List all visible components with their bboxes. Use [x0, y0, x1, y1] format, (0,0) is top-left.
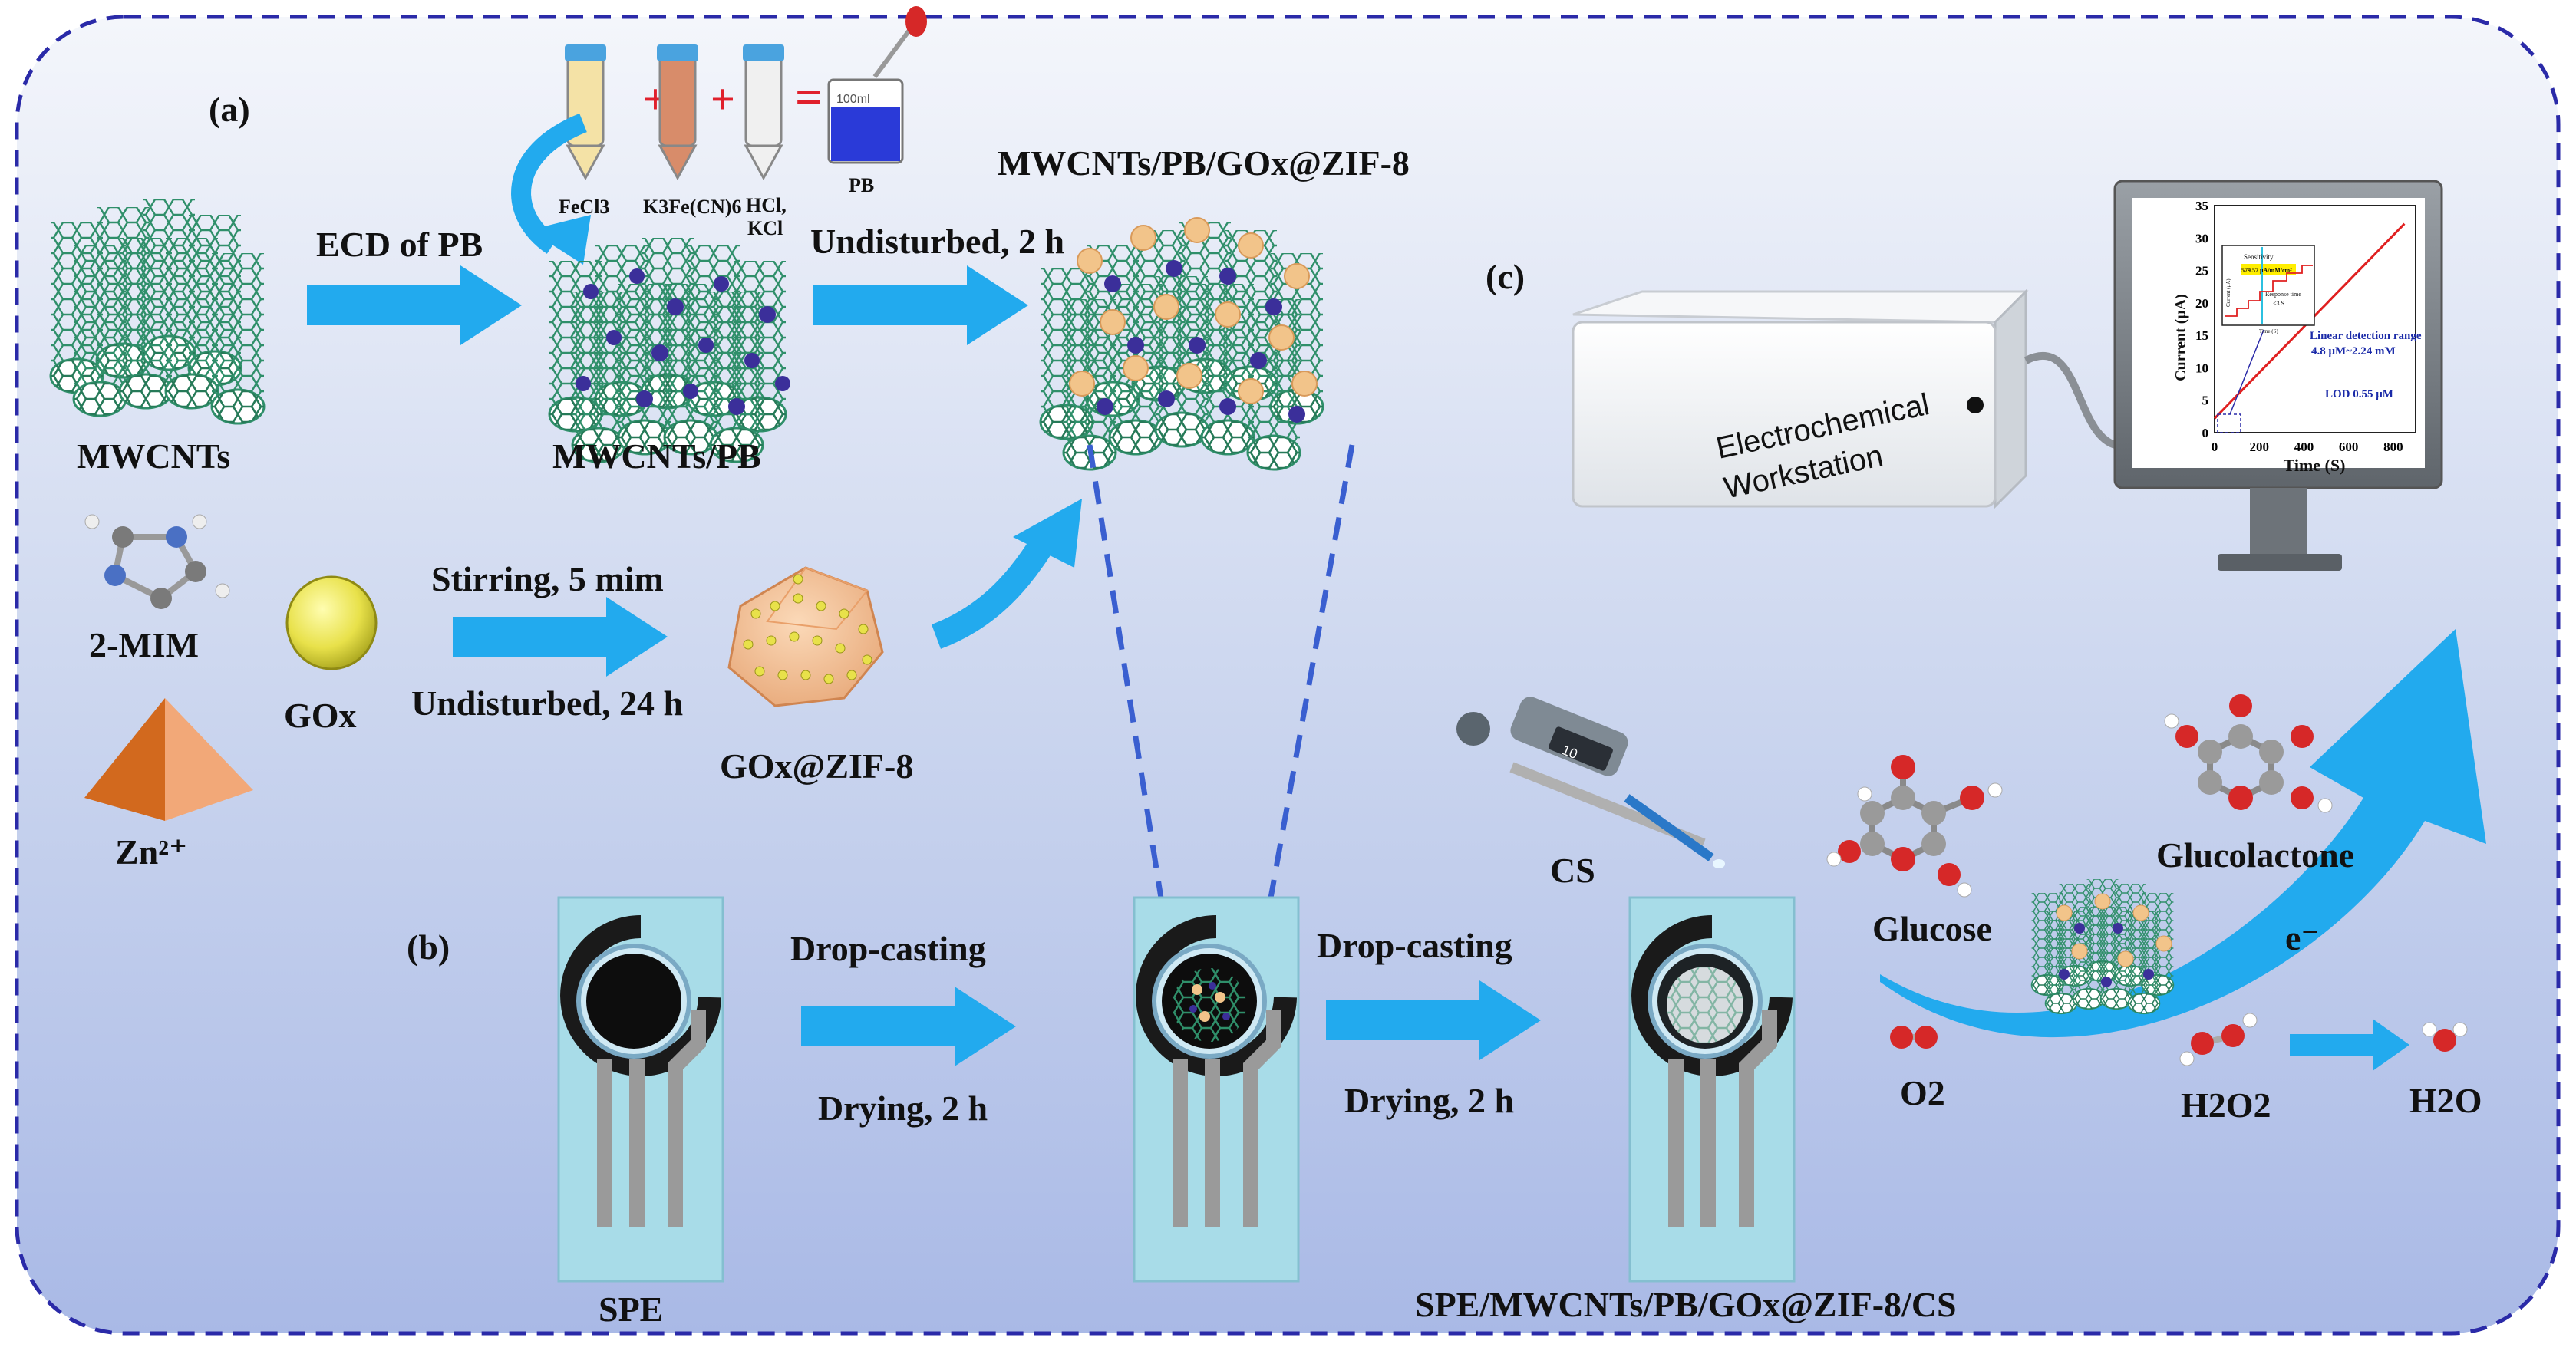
x-tick-label: 600: [2339, 440, 2359, 454]
step-drop-casting-2: Drop-casting: [1317, 926, 1512, 965]
x-tick-label: 400: [2294, 440, 2314, 454]
zoom-line-left: [1087, 444, 1169, 933]
gox-zif8-crystal-icon: [727, 566, 884, 707]
plot-xlabel: Time (S): [2284, 456, 2346, 475]
inset-sensitivity-value: 579.57 μA/mM/cm²: [2241, 267, 2292, 274]
zn-label: Zn²⁺: [115, 832, 187, 871]
mwcnts-label: MWCNTs: [77, 437, 230, 476]
arrow-head: [529, 215, 591, 265]
spe-final-electrode: [1628, 896, 1796, 1283]
pb-beaker-icon: [827, 6, 927, 164]
x-tick-label: 0: [2212, 440, 2218, 454]
panel-label-a: (a): [209, 90, 250, 129]
electron-label: e⁻: [2285, 918, 2320, 957]
final-electrode-label: SPE/MWCNTs/PB/GOx@ZIF-8/CS: [1415, 1285, 1957, 1324]
inset-sensitivity-label: Sensitivity: [2244, 253, 2274, 261]
pb-particles: [576, 268, 790, 415]
inset-xlabel: Time (S): [2259, 328, 2279, 334]
zoom-line-right: [1262, 444, 1355, 933]
pipette-icon: [1456, 697, 1725, 868]
linear-range-label: Linear detection range: [2310, 330, 2422, 342]
step-ecd-of-pb: ECD of PB: [316, 225, 483, 264]
arrow-head: [1013, 499, 1082, 568]
y-tick-label: 30: [2195, 231, 2208, 245]
reaction-curved-arrow: [1880, 629, 2486, 1038]
gox-enzyme-icon: [285, 575, 378, 670]
y-tick-label: 0: [2202, 426, 2209, 440]
y-tick-label: 35: [2195, 199, 2208, 213]
step-drop-casting-1: Drop-casting: [790, 929, 986, 968]
pb-particles: [2059, 923, 2154, 987]
y-tick-label: 5: [2202, 394, 2209, 408]
x-tick-label: 200: [2249, 440, 2269, 454]
linear-range-value: 4.8 μM~2.24 mM: [2311, 345, 2396, 357]
step-drying-1: Drying, 2 h: [818, 1089, 988, 1128]
h2o2-label: H2O2: [2181, 1086, 2271, 1125]
pb-label: PB: [849, 174, 874, 196]
k3fecn6-tube-icon: [657, 44, 698, 181]
arrow-h2o2-to-h2o: [2290, 1019, 2409, 1071]
hcl-label: HCl,: [746, 194, 787, 216]
beaker-mark: 100ml: [836, 93, 870, 106]
h2o2-molecule-icon: [2179, 1013, 2258, 1066]
electrochemical-workstation: [1572, 288, 2029, 509]
2-mim-molecule-icon: [84, 514, 230, 609]
panel-label-b: (b): [407, 927, 450, 967]
plus-sign: +: [711, 76, 735, 124]
zif-particles: [1069, 217, 1318, 404]
zif-particles: [2056, 893, 2172, 967]
o2-molecule-icon: [1890, 1026, 1938, 1049]
fecl3-label: FeCl3: [559, 196, 609, 218]
glucolactone-molecule-icon: [2164, 694, 2333, 813]
inset-response-value: <3 S: [2273, 300, 2284, 307]
spe-bare-electrode: [557, 896, 724, 1283]
plot-inset: [2217, 245, 2315, 433]
inset-ylabel: Current (μA): [2225, 278, 2231, 307]
pb-particles: [1097, 260, 1305, 423]
h2o-label: H2O: [2409, 1081, 2482, 1120]
step-stirring: Stirring, 5 mim: [431, 559, 664, 598]
y-tick-label: 10: [2195, 361, 2208, 375]
x-tick-label: 800: [2383, 440, 2403, 454]
composite-label: MWCNTs/PB/GOx@ZIF-8: [998, 143, 1410, 183]
kcl-label: KCl: [747, 217, 783, 239]
glucolactone-label: Glucolactone: [2156, 835, 2354, 875]
cable: [2024, 351, 2135, 450]
hcl-kcl-tube-icon: [743, 44, 784, 181]
gox-zif8-label: GOx@ZIF-8: [720, 746, 913, 786]
equals-sign: =: [795, 70, 823, 124]
gox-label: GOx: [284, 696, 357, 735]
h2o-molecule-icon: [2422, 1022, 2468, 1052]
step-undisturbed-2h: Undisturbed, 2 h: [810, 222, 1064, 261]
panel-label-c: (c): [1486, 257, 1525, 296]
lod-label: LOD 0.55 μM: [2325, 388, 2393, 400]
step-drying-2: Drying, 2 h: [1344, 1081, 1514, 1120]
y-tick-label: 20: [2195, 296, 2208, 311]
cs-label: CS: [1550, 851, 1595, 890]
mwcnts-bundle: [49, 198, 266, 425]
monitor: [2113, 180, 2443, 571]
y-tick-label: 15: [2195, 328, 2208, 343]
k3fecn6-label: K3Fe(CN)6: [643, 196, 742, 218]
glucose-molecule-icon: [1826, 755, 2003, 898]
inset-response-label: Response time: [2265, 291, 2301, 298]
y-tick-label: 25: [2195, 264, 2208, 278]
o2-label: O2: [1900, 1073, 1945, 1112]
spe-modified-electrode: [1133, 896, 1300, 1283]
glucose-label: Glucose: [1872, 909, 1992, 948]
mwcnts-pb-label: MWCNTs/PB: [552, 437, 761, 476]
plot-ylabel: Current (μA): [2172, 294, 2189, 381]
step-undisturbed-24h: Undisturbed, 24 h: [411, 684, 683, 723]
zn-pyramid-icon: [84, 698, 253, 821]
spe-label: SPE: [599, 1290, 663, 1329]
2-mim-label: 2-MIM: [89, 625, 199, 664]
plot-frame: [2214, 205, 2416, 433]
